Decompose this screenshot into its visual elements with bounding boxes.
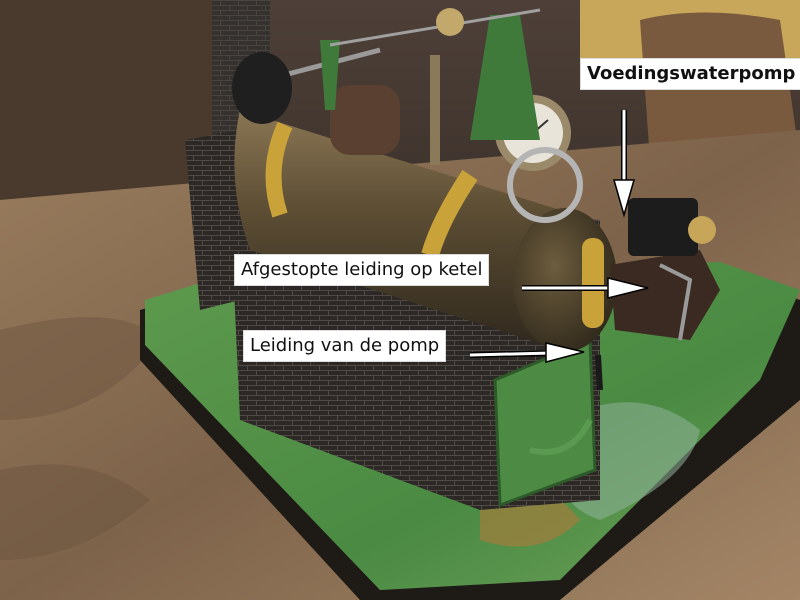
- wood-grain: [0, 317, 160, 420]
- engine-stand: [470, 15, 540, 140]
- boiler-body: [234, 110, 580, 350]
- boiler-brass-band: [265, 121, 293, 218]
- wood-grain: [0, 464, 150, 560]
- pulley-icon: [436, 8, 464, 36]
- arrow-to-pump-pipe: [469, 342, 585, 363]
- steam-pipe: [430, 55, 440, 165]
- water-gauge-glass: [582, 238, 604, 328]
- label-pump-pipe: Leiding van de pomp: [243, 330, 447, 362]
- drive-shaft: [329, 8, 541, 47]
- firebox-side-wall: [185, 130, 240, 310]
- pump-outlet-pipe: [659, 263, 693, 341]
- safety-valve-weight: [232, 52, 292, 124]
- pump-feed-pipe: [595, 354, 603, 391]
- pump-cap-icon: [688, 216, 716, 244]
- pump-base: [610, 250, 720, 340]
- label-feed-water-pump: Voedingswaterpomp: [580, 58, 800, 90]
- arrow-to-plugged-pipe: [522, 277, 649, 299]
- feed-water-pump: [628, 198, 698, 256]
- label-plugged-pipe: Afgestopte leiding op ketel: [234, 254, 490, 286]
- steam-dome: [330, 85, 400, 155]
- door-handle: [529, 418, 593, 455]
- flywheel-icon: [507, 147, 583, 223]
- engine-stand: [320, 40, 340, 110]
- boiler-brass-band: [421, 170, 478, 258]
- arrow-to-pump: [613, 110, 635, 218]
